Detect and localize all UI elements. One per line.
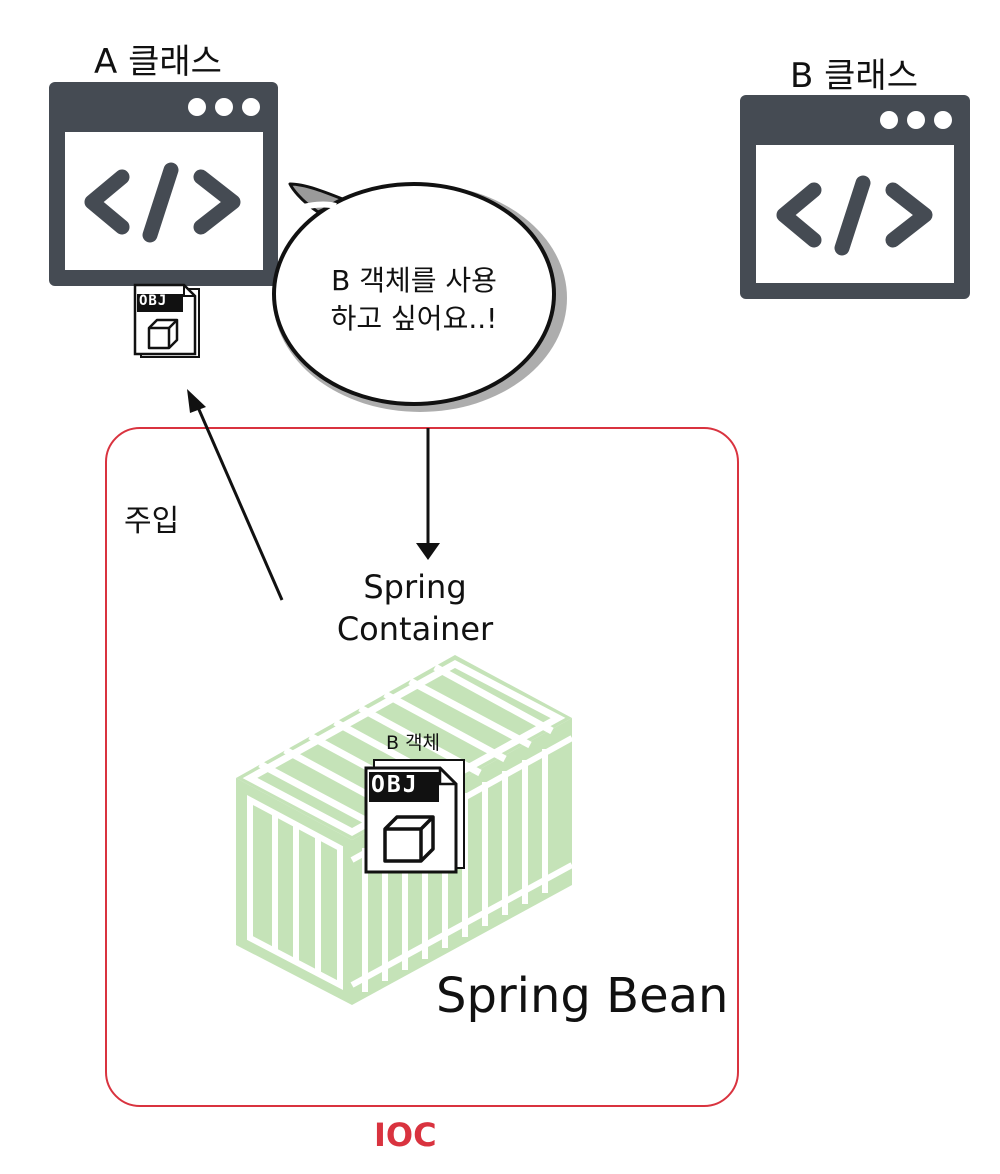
object-file-icon-small — [133, 283, 200, 358]
class-b-window-icon — [740, 95, 970, 299]
object-file-icon-large — [364, 759, 465, 874]
spring-bean-label: Spring Bean — [436, 968, 729, 1024]
b-object-label: B 객체 — [386, 732, 441, 754]
obj-badge-large: OBJ — [371, 772, 419, 798]
speech-bubble-text: B 객체를 사용 하고 싶어요..! — [294, 262, 534, 338]
ioc-boundary-box — [105, 427, 739, 1107]
inject-label: 주입 — [124, 504, 180, 539]
spring-container-label: Spring Container — [310, 566, 520, 650]
request-arrow — [416, 428, 440, 560]
spring-container-line-2: Container — [336, 610, 494, 648]
speech-bubble-line-2: 하고 싶어요..! — [330, 302, 498, 335]
injection-arrow — [187, 389, 284, 601]
obj-badge-small: OBJ — [139, 293, 168, 309]
class-a-title: A 클래스 — [94, 42, 222, 82]
shipping-container-icon — [236, 655, 574, 1005]
ioc-label: IOC — [374, 1116, 437, 1154]
speech-bubble — [272, 182, 567, 412]
class-a-window-icon — [49, 82, 278, 286]
spring-container-line-1: Spring — [363, 568, 467, 606]
speech-bubble-line-1: B 객체를 사용 — [331, 264, 497, 297]
class-b-title: B 클래스 — [790, 56, 918, 96]
